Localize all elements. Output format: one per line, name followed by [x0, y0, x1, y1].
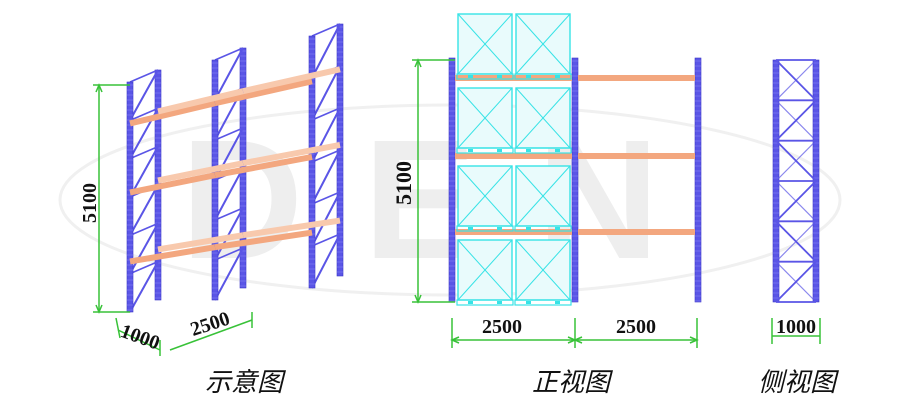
watermark-text: DEN: [181, 105, 720, 295]
beam: [214, 78, 313, 107]
upright-post: [126, 81, 134, 313]
beam: [129, 100, 216, 127]
pallet-load: [514, 13, 572, 80]
beam: [214, 229, 313, 251]
beam: [214, 154, 313, 179]
beam: [157, 160, 244, 184]
beam: [157, 88, 244, 115]
front-upright-2: [571, 57, 579, 303]
side-depth-label: 1000: [776, 316, 816, 338]
side-caption: 侧视图: [758, 368, 837, 398]
frame-3: [308, 23, 344, 289]
beam-level-3: [129, 217, 341, 265]
front-upright-3: [694, 57, 702, 303]
pallet-load: [514, 165, 572, 232]
watermark: DEN: [58, 103, 842, 297]
front-bay-right-label: 2500: [616, 316, 656, 338]
beam-level-1: [129, 66, 341, 127]
perspective-height-label: 5100: [79, 183, 101, 223]
pallet-load: [456, 165, 514, 232]
side-bracing: [775, 59, 817, 303]
front-beam-right-2: [578, 153, 695, 159]
beam: [129, 172, 216, 196]
perspective-dimensions: [93, 83, 253, 356]
side-view: [772, 59, 820, 303]
perspective-view: [126, 23, 344, 313]
pallet-load: [514, 87, 572, 154]
front-beam-right-1: [578, 75, 695, 81]
front-beam-left-2: [455, 153, 572, 159]
front-height-label: 5100: [391, 161, 416, 205]
upright-post: [308, 35, 316, 289]
beam: [129, 244, 216, 265]
pallet-load: [456, 239, 514, 306]
beam: [242, 217, 341, 239]
beam-level-2: [129, 142, 341, 196]
beam: [242, 142, 341, 167]
side-dimensions: [771, 318, 821, 344]
front-dimensions: [412, 58, 699, 348]
upright-post: [211, 59, 219, 301]
perspective-depth-label: 1000: [117, 320, 162, 354]
pallet-load: [456, 87, 514, 154]
front-caption: 正视图: [532, 368, 611, 398]
beam: [242, 66, 341, 95]
front-beam-left-3: [455, 229, 572, 235]
perspective-caption: 示意图: [205, 368, 284, 398]
front-beam-right-3: [578, 229, 695, 235]
front-upright-1: [448, 57, 456, 303]
front-bay-left-label: 2500: [482, 316, 522, 338]
pallet-load: [456, 13, 514, 80]
front-view: [448, 13, 702, 306]
beam: [157, 232, 244, 253]
pallet-load: [514, 239, 572, 306]
